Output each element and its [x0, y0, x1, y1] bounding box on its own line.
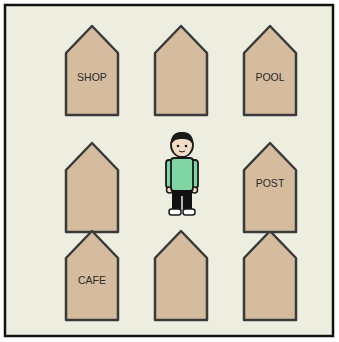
- person-figure: [166, 132, 198, 215]
- house-text-group: POST: [245, 176, 295, 190]
- house-outline: [155, 231, 207, 320]
- person-leg-gap: [181, 196, 183, 210]
- map-frame: [5, 5, 333, 336]
- labelled-house: SHOP: [65, 25, 119, 116]
- house-outline: [66, 143, 118, 232]
- house-outline: [66, 26, 118, 115]
- person-head: [171, 133, 193, 157]
- place-name: POST: [245, 176, 295, 190]
- person-shirt: [171, 158, 193, 191]
- person-eye: [177, 145, 180, 148]
- place-name: POOL: [245, 70, 295, 84]
- labelled-house: CAFE: [65, 230, 119, 321]
- labelled-house: POOL: [243, 25, 297, 116]
- house-shape: [243, 25, 297, 116]
- place-name: SHOP: [67, 70, 117, 84]
- labelled-house: POST: [243, 142, 297, 233]
- person-shoe: [183, 209, 195, 215]
- house-text-group: CAFE: [67, 273, 117, 287]
- house-outline: [244, 231, 296, 320]
- house-outline: [244, 26, 296, 115]
- person-shoe: [169, 209, 181, 215]
- place-name: CAFE: [67, 273, 117, 287]
- house-outline: [66, 231, 118, 320]
- house-outline: [155, 26, 207, 115]
- person-mouth: [179, 151, 185, 152]
- house: [155, 231, 207, 320]
- house-text-group: SHOP: [67, 70, 117, 84]
- house: [155, 26, 207, 115]
- person-pants: [172, 190, 192, 210]
- house: [244, 231, 296, 320]
- house-shape: [65, 25, 119, 116]
- house-text-group: POOL: [245, 70, 295, 84]
- person-eye: [185, 145, 188, 148]
- house: [66, 143, 118, 232]
- person-hair: [171, 132, 193, 145]
- house-outline: [244, 143, 296, 232]
